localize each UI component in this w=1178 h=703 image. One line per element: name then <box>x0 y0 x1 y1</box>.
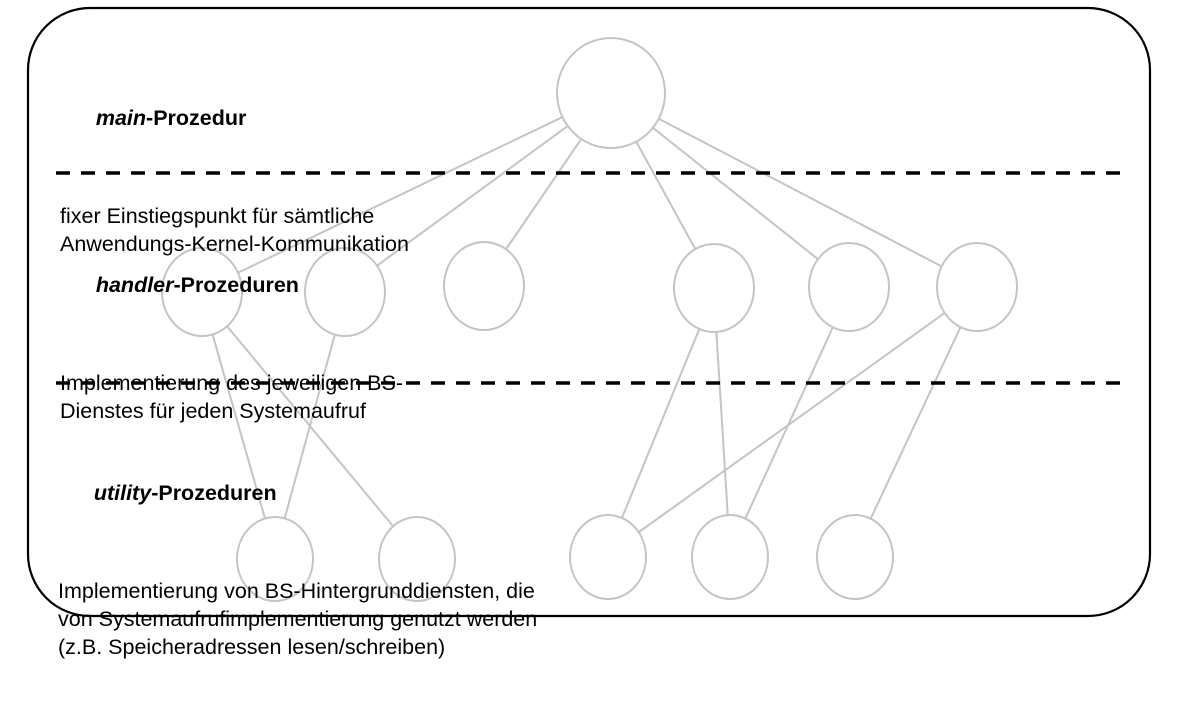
layer-suffix-handler: -Prozeduren <box>173 273 299 298</box>
edge-main-1-to-handler-1 <box>236 116 564 274</box>
node-handler-3[interactable] <box>443 241 525 331</box>
layer-title-main: main-Prozedur <box>60 78 409 161</box>
node-main-1[interactable] <box>556 37 666 149</box>
node-utility-5[interactable] <box>816 514 894 600</box>
node-handler-1[interactable] <box>161 247 243 337</box>
node-utility-3[interactable] <box>569 514 647 600</box>
edge-handler-6-to-utility-3 <box>637 311 946 534</box>
layer-title-handler: handler-Prozeduren <box>60 245 403 328</box>
dividers-group <box>56 171 1122 385</box>
edge-handler-5-to-utility-4 <box>744 326 834 520</box>
edge-handler-2-to-utility-1 <box>283 333 336 520</box>
node-handler-5[interactable] <box>808 242 890 332</box>
edge-handler-4-to-utility-3 <box>620 327 701 519</box>
layer-keyword-main: main <box>95 106 147 131</box>
node-handler-2[interactable] <box>304 247 386 337</box>
edge-main-1-to-handler-2 <box>376 124 569 267</box>
layer-label-utility: utility-Prozeduren Implementierung von B… <box>58 411 537 703</box>
node-utility-4[interactable] <box>691 514 769 600</box>
diagram-svg <box>26 6 1152 618</box>
diagram-frame <box>26 6 1152 618</box>
edge-handler-1-to-utility-1 <box>211 333 266 520</box>
edge-handler-6-to-utility-5 <box>869 326 962 520</box>
layer-suffix-utility: -Prozeduren <box>151 481 277 506</box>
edge-main-1-to-handler-6 <box>657 117 943 268</box>
layer-keyword-handler: handler <box>95 273 174 298</box>
edge-handler-4-to-utility-4 <box>715 330 729 517</box>
layer-description-main: fixer Einstiegspunkt für sämtliche Anwen… <box>60 203 409 256</box>
node-handler-6[interactable] <box>936 242 1018 332</box>
layer-title-utility: utility-Prozeduren <box>58 453 537 536</box>
edges-group <box>211 116 962 534</box>
layer-description-utility: Implementierung von BS-Hintergrunddienst… <box>58 578 538 659</box>
node-utility-1[interactable] <box>236 516 314 602</box>
layer-description-handler: Implementierung des jeweiligen BS- Diens… <box>60 370 403 423</box>
edge-main-1-to-handler-5 <box>651 126 819 261</box>
nodes-group <box>161 37 1018 602</box>
layer-label-handler: handler-Prozeduren Implementierung des j… <box>60 203 403 467</box>
layer-keyword-utility: utility <box>93 481 152 506</box>
node-handler-4[interactable] <box>673 243 755 333</box>
diagram-canvas: main-Prozedur fixer Einstiegspunkt für s… <box>26 6 1152 659</box>
edge-main-1-to-handler-4 <box>635 140 697 251</box>
layer-suffix-main: -Prozedur <box>146 106 247 131</box>
node-utility-2[interactable] <box>378 516 456 602</box>
edge-main-1-to-handler-3 <box>504 137 583 251</box>
layer-label-main: main-Prozedur fixer Einstiegspunkt für s… <box>60 36 409 300</box>
